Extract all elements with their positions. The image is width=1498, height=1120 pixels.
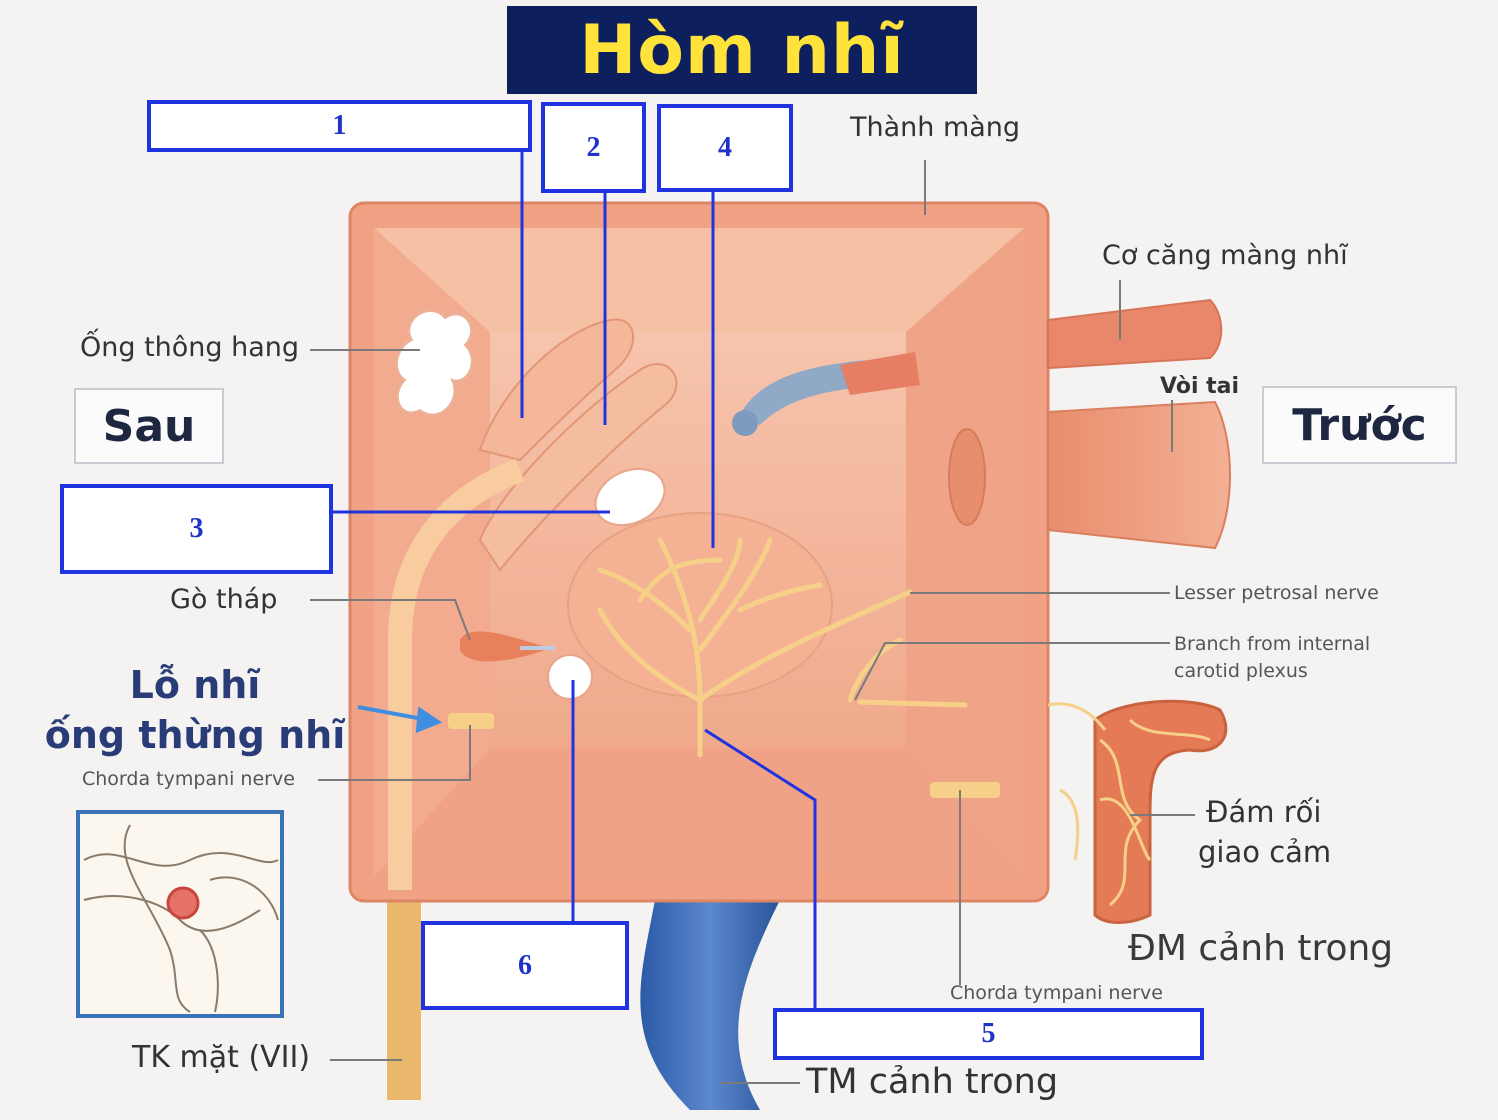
anterior-label: Trước — [1292, 399, 1427, 451]
bottom-wall — [374, 748, 1024, 876]
label-branch-internal-carotid: Branch from internal carotid plexus — [1174, 631, 1370, 685]
blue-arrow — [357, 705, 443, 734]
number-box-4[interactable]: 4 — [657, 104, 793, 192]
number-box-1-label: 1 — [332, 110, 347, 141]
inset-highlight — [166, 886, 200, 920]
prominence-2 — [478, 363, 678, 572]
label-branch-line2: carotid plexus — [1174, 660, 1308, 682]
inset-drawing — [83, 824, 279, 1013]
label-lo-nhi-line1: Lỗ nhĩ — [129, 663, 261, 707]
number-box-2[interactable]: 2 — [541, 102, 646, 193]
label-chorda-tympani-right: Chorda tympani nerve — [950, 982, 1163, 1004]
internal-jugular-vein — [640, 900, 780, 1110]
label-branch-line1: Branch from internal — [1174, 633, 1371, 655]
round-window — [547, 654, 593, 700]
label-lo-nhi-ong-thung-nhi: Lỗ nhĩ ống thừng nhĩ — [40, 660, 350, 760]
tensor-tympani-muscle — [1047, 298, 1223, 370]
label-co-cang-mang-nhi: Cơ căng màng nhĩ — [1102, 240, 1348, 271]
posterior-label: Sau — [102, 400, 196, 452]
sympathetic-plexus — [1047, 702, 1211, 907]
label-dam-roi-giao-cam: Đám rối giao cảm — [1198, 792, 1331, 872]
anterior-direction-box: Trước — [1262, 386, 1457, 464]
leader-lines — [310, 160, 1195, 1084]
number-box-5[interactable]: 5 — [773, 1008, 1204, 1060]
page-title: Hòm nhĩ — [579, 10, 905, 90]
chorda-stub-right — [930, 782, 1000, 798]
label-tk-mat: TK mặt (VII) — [132, 1040, 311, 1075]
internal-carotid-artery — [1093, 699, 1228, 924]
label-thanh-mang: Thành màng — [850, 112, 1021, 143]
tympanic-plexus — [597, 537, 968, 758]
number-box-6[interactable]: 6 — [421, 921, 629, 1010]
label-voi-tai: Vòi tai — [1160, 374, 1240, 399]
facial-canal — [388, 458, 525, 890]
label-go-thap: Gò tháp — [170, 584, 278, 615]
tube-opening — [948, 428, 986, 526]
top-wall — [374, 228, 1024, 332]
number-box-5-label: 5 — [981, 1018, 996, 1049]
tensor-muscle-in — [840, 352, 920, 395]
number-box-3[interactable]: 3 — [60, 484, 333, 574]
number-leader-lines — [332, 152, 817, 1010]
chorda-stub-left — [448, 713, 494, 729]
posterior-direction-box: Sau — [74, 388, 224, 464]
eustachian-tube — [1047, 400, 1231, 550]
label-dm-canh-trong: ĐM cảnh trong — [1128, 928, 1394, 969]
label-lesser-petrosal-nerve: Lesser petrosal nerve — [1174, 582, 1379, 604]
label-chorda-tympani-left: Chorda tympani nerve — [82, 768, 295, 790]
facial-nerve — [387, 890, 421, 1100]
right-wall — [906, 228, 1024, 876]
number-box-4-label: 4 — [718, 132, 732, 163]
number-box-3-label: 3 — [189, 513, 204, 544]
number-box-2-label: 2 — [586, 131, 601, 163]
number-box-6-label: 6 — [518, 949, 532, 981]
label-dam-roi-line1: Đám rối — [1206, 795, 1322, 829]
label-tm-canh-trong: TM cảnh trong — [806, 1062, 1059, 1102]
title-banner: Hòm nhĩ — [507, 6, 977, 94]
label-lo-nhi-line2: ống thừng nhĩ — [44, 713, 346, 757]
pyramidal-eminence — [460, 631, 550, 662]
label-ong-thong-hang: Ống thông hang — [80, 332, 300, 363]
number-box-1[interactable]: 1 — [147, 100, 532, 152]
mastoid-antrum — [395, 310, 473, 416]
label-dam-roi-line2: giao cảm — [1198, 835, 1332, 869]
